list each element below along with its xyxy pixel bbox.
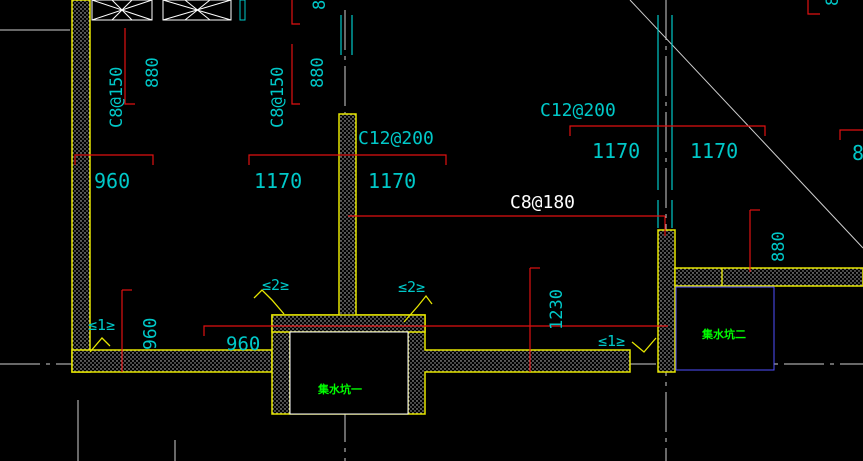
- pit-2-interior: [675, 286, 775, 371]
- marker-2-right: ≤2≥: [398, 278, 425, 296]
- marker-2-left: ≤2≥: [262, 276, 289, 294]
- label-dim-1170-c: 1170: [592, 139, 640, 163]
- pit-1-interior: [289, 331, 409, 415]
- walls: [71, 0, 863, 415]
- label-dim-880-right: 880: [769, 231, 789, 262]
- label-dim-960-a: 960: [94, 169, 130, 193]
- cyan-column-marks: [340, 15, 673, 228]
- label-dim-960-b: 960: [140, 317, 161, 350]
- label-rebar-c8-180: C8@180: [510, 192, 575, 213]
- marker-1-right: ≤1≥: [598, 332, 625, 350]
- label-rebar-mid: C8@150: [268, 67, 288, 128]
- hook-markers: [89, 268, 723, 353]
- label-dim-1170-a: 1170: [254, 169, 302, 193]
- pit-label-a: 集水坑一: [317, 382, 362, 396]
- marker-1-left: ≤1≥: [88, 316, 115, 334]
- label-dim-1170-d: 1170: [690, 139, 738, 163]
- wall-right-horizontal: [674, 267, 863, 287]
- pit-label-b: 集水坑二: [701, 327, 746, 341]
- label-dim-1230: 1230: [547, 289, 567, 330]
- label-dim-880-top-right: 880: [823, 0, 843, 6]
- label-rebar-left: C8@150: [107, 67, 127, 128]
- wall-right-vertical: [657, 229, 676, 373]
- label-dim-1170-b: 1170: [368, 169, 416, 193]
- annotations: C8@150 880 C8@150 880 880 C12@200 C12@20…: [88, 0, 863, 396]
- label-dim-880-a: 880: [143, 57, 163, 88]
- label-dim-880-c: 880: [310, 0, 330, 10]
- label-rebar-c12-top: C12@200: [358, 128, 434, 149]
- wall-middle-horizontal: [271, 314, 426, 333]
- dimension-lines: [74, 0, 863, 372]
- label-dim-880-b: 880: [308, 57, 328, 88]
- top-window-boxes: [91, 0, 246, 21]
- label-rebar-c12-right: C12@200: [540, 100, 616, 121]
- label-dim-8-right: 8: [852, 141, 863, 165]
- label-dim-960-c: 960: [226, 333, 260, 355]
